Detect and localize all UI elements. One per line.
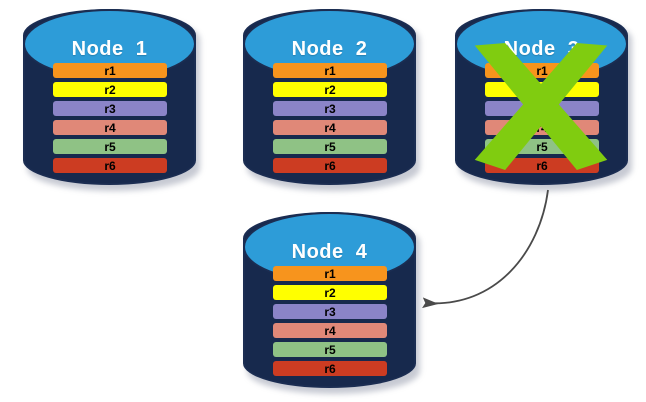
row-bar-r2[interactable]: r2 [53,82,167,97]
database-node-3[interactable]: Node 3 r1 r2 r3 r4 r5 r6 [455,9,632,191]
row-bar-r1[interactable]: r1 [273,63,387,78]
row-bar-r2[interactable]: r2 [273,82,387,97]
database-node-4[interactable]: Node 4 r1 r2 r3 r4 r5 r6 [243,212,420,394]
row-bar-r1[interactable]: r1 [273,266,387,281]
row-stack: r1 r2 r3 r4 r5 r6 [485,63,599,173]
row-bar-r4[interactable]: r4 [273,323,387,338]
row-stack: r1 r2 r3 r4 r5 r6 [273,63,387,173]
row-bar-r6[interactable]: r6 [53,158,167,173]
row-bar-r2[interactable]: r2 [273,285,387,300]
row-bar-r4[interactable]: r4 [53,120,167,135]
row-bar-r5[interactable]: r5 [53,139,167,154]
row-bar-r6[interactable]: r6 [273,158,387,173]
row-bar-r3[interactable]: r3 [53,101,167,116]
database-node-2[interactable]: Node 2 r1 r2 r3 r4 r5 r6 [243,9,420,191]
node-title-label: Node 2 [291,38,368,60]
row-bar-r1[interactable]: r1 [53,63,167,78]
row-bar-r1[interactable]: r1 [485,63,599,78]
row-bar-r3[interactable]: r3 [485,101,599,116]
row-stack: r1 r2 r3 r4 r5 r6 [273,266,387,376]
row-bar-r3[interactable]: r3 [273,101,387,116]
row-bar-r4[interactable]: r4 [485,120,599,135]
database-node-1[interactable]: Node 1 r1 r2 r3 r4 r5 r6 [23,9,200,191]
row-bar-r6[interactable]: r6 [273,361,387,376]
row-bar-r4[interactable]: r4 [273,120,387,135]
row-bar-r6[interactable]: r6 [485,158,599,173]
node-title-label: Node 1 [71,38,148,60]
row-bar-r2[interactable]: r2 [485,82,599,97]
row-stack: r1 r2 r3 r4 r5 r6 [53,63,167,173]
row-bar-r5[interactable]: r5 [485,139,599,154]
row-bar-r5[interactable]: r5 [273,342,387,357]
node-title-label: Node 3 [503,38,580,60]
row-bar-r5[interactable]: r5 [273,139,387,154]
row-bar-r3[interactable]: r3 [273,304,387,319]
node-title-label: Node 4 [291,241,368,263]
